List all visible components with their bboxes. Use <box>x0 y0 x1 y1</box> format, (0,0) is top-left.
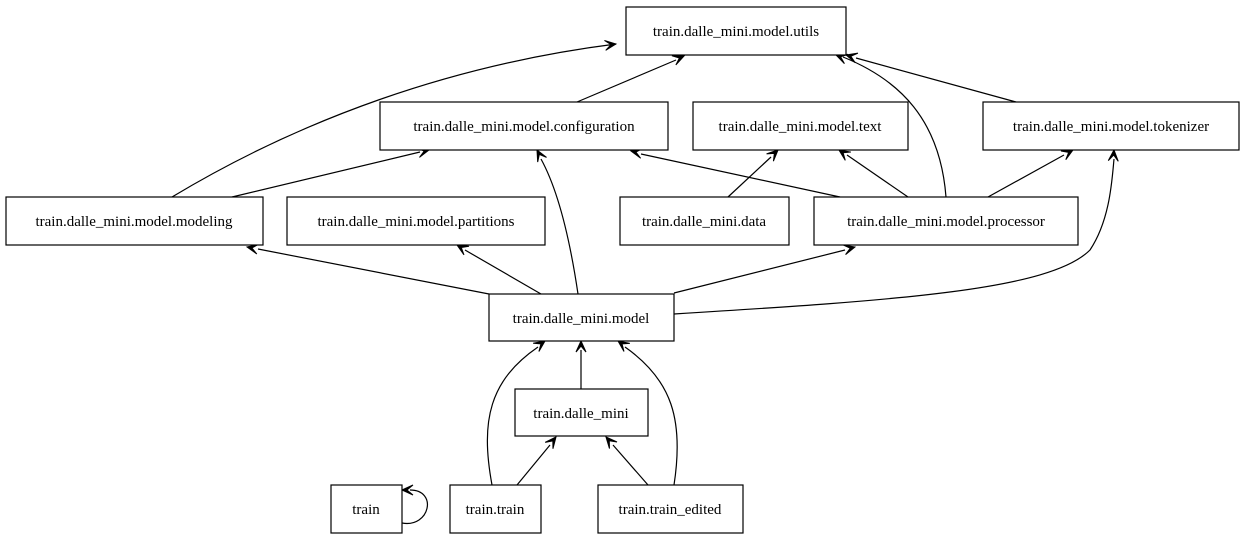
node-label: train.train_edited <box>619 502 722 518</box>
edge-line <box>727 156 772 198</box>
arrowhead-icon <box>604 39 618 51</box>
edge-line <box>855 57 1017 103</box>
edge-line <box>576 59 677 103</box>
edge-line <box>540 158 579 295</box>
edge-model-to-configuration <box>536 148 579 295</box>
arrowhead-icon <box>844 52 859 64</box>
edge-train_edited-to-model <box>617 340 678 486</box>
node-model: train.dalle_mini.model <box>488 293 675 342</box>
arrowhead-icon <box>1107 148 1119 162</box>
arrowhead-icon <box>575 339 587 353</box>
graph-edges <box>171 39 1119 524</box>
node-label: train.train <box>466 502 525 518</box>
edge-configuration-to-utils <box>576 55 686 103</box>
arrowhead-icon <box>1060 149 1075 160</box>
node-label: train.dalle_mini.model.tokenizer <box>1013 119 1209 135</box>
node-tokenizer: train.dalle_mini.model.tokenizer <box>982 101 1240 151</box>
edge-train_train-to-model <box>486 340 546 486</box>
node-label: train.dalle_mini.model.modeling <box>35 214 233 230</box>
arrowhead-icon <box>544 436 557 449</box>
edge-model-to-partitions <box>455 244 542 295</box>
node-utils: train.dalle_mini.model.utils <box>625 6 847 56</box>
arrowhead-icon <box>536 148 547 163</box>
node-processor: train.dalle_mini.model.processor <box>813 196 1079 246</box>
edge-line <box>640 153 841 198</box>
edge-line <box>257 248 490 295</box>
edge-line <box>171 43 617 198</box>
arrowhead-icon <box>533 340 546 352</box>
node-label: train.dalle_mini.model.utils <box>653 24 819 40</box>
node-label: train.dalle_mini.model.partitions <box>317 214 514 230</box>
edge-line <box>612 444 649 486</box>
edge-line <box>846 154 909 198</box>
node-train: train <box>330 484 403 534</box>
edge-model-to-tokenizer <box>673 148 1119 315</box>
edge-train-to-train <box>400 484 428 524</box>
edge-dalle_mini-to-model <box>575 339 587 389</box>
edge-tokenizer-to-utils <box>844 52 1017 103</box>
edge-line <box>673 158 1115 315</box>
node-label: train.dalle_mini.model <box>513 311 650 327</box>
node-modeling: train.dalle_mini.model.modeling <box>5 196 264 246</box>
node-label: train.dalle_mini.model.processor <box>847 214 1045 230</box>
node-train-train: train.train <box>449 484 542 534</box>
node-label: train <box>352 502 380 518</box>
edge-line <box>673 249 846 294</box>
node-text: train.dalle_mini.model.text <box>692 101 909 151</box>
edge-line <box>231 151 421 198</box>
edge-processor-to-text <box>838 149 909 198</box>
edge-train_train-to-dalle_mini <box>516 436 557 486</box>
arrowhead-icon <box>605 436 618 449</box>
arrowhead-icon <box>245 243 259 255</box>
edge-processor-to-tokenizer <box>987 149 1075 198</box>
edge-model-to-modeling <box>245 243 490 295</box>
edge-modeling-to-configuration <box>231 147 431 198</box>
edge-line <box>842 56 947 198</box>
edge-line <box>987 154 1065 198</box>
edge-line <box>486 346 539 486</box>
node-configuration: train.dalle_mini.model.configuration <box>379 101 669 151</box>
node-partitions: train.dalle_mini.model.partitions <box>286 196 546 246</box>
node-dalle-mini: train.dalle_mini <box>514 388 649 437</box>
edge-model-to-processor <box>673 244 857 294</box>
edge-line <box>401 489 428 524</box>
arrowhead-icon <box>455 244 470 256</box>
edge-train_edited-to-dalle_mini <box>605 436 649 486</box>
node-label: train.dalle_mini.model.configuration <box>413 119 635 135</box>
arrowhead-icon <box>766 149 779 162</box>
edge-data-to-text <box>727 149 779 198</box>
arrowhead-icon <box>617 340 630 352</box>
edge-line <box>516 444 551 486</box>
arrowhead-icon <box>838 149 851 161</box>
edge-modeling-to-utils <box>171 39 618 198</box>
arrowhead-icon <box>671 55 686 66</box>
node-label: train.dalle_mini.data <box>642 214 766 230</box>
edge-line <box>624 346 678 486</box>
edge-line <box>464 249 542 295</box>
node-data: train.dalle_mini.data <box>619 196 790 246</box>
node-train-edited: train.train_edited <box>597 484 744 534</box>
arrowhead-icon <box>400 484 414 496</box>
node-label: train.dalle_mini.model.text <box>719 119 883 135</box>
node-label: train.dalle_mini <box>533 406 628 422</box>
